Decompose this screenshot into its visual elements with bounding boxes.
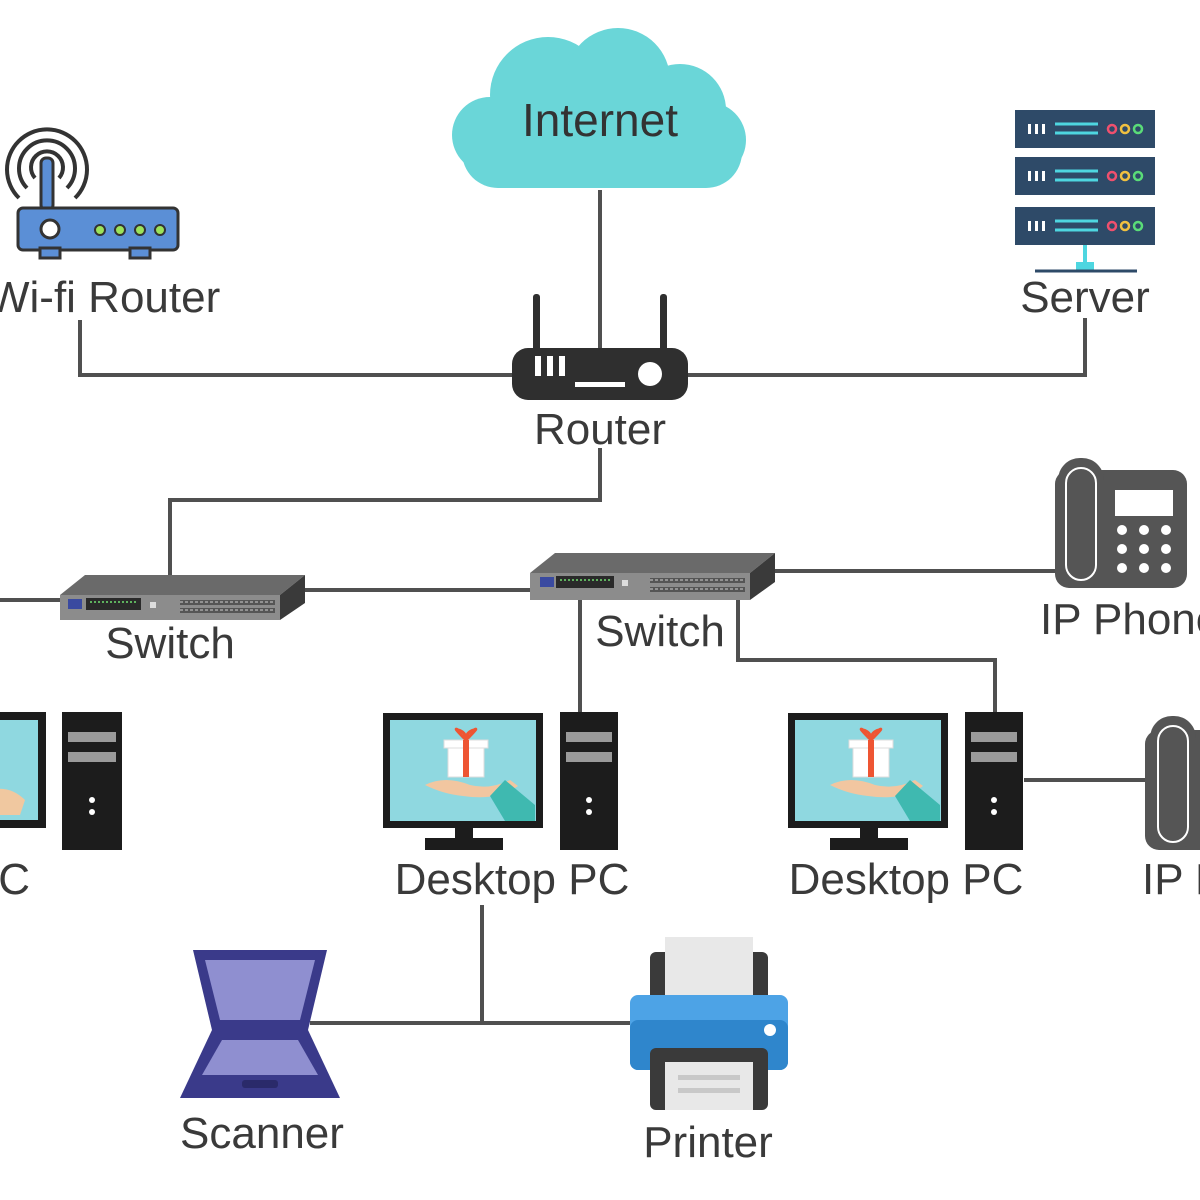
switch-icon bbox=[530, 553, 775, 600]
ip-phone-top-label: IP Phone bbox=[1040, 595, 1200, 644]
switch-right-label: Switch bbox=[595, 607, 725, 656]
wifi-router-icon bbox=[5, 127, 180, 260]
wifi-router-label: Wi-fi Router bbox=[0, 273, 220, 322]
switch-left-node: Switch bbox=[60, 575, 305, 668]
desktop-pc-icon bbox=[383, 712, 618, 850]
router-label: Router bbox=[534, 405, 666, 454]
ip-phone-icon bbox=[1145, 716, 1200, 850]
desktop-pc-right-node: Desktop PC bbox=[788, 712, 1023, 904]
ip-phone-bottom-node: IP Phone bbox=[1142, 716, 1200, 904]
line-server-router bbox=[680, 318, 1087, 377]
line-switch-right-desktop-right bbox=[736, 600, 997, 712]
desktop-pc-left-label: Desktop PC bbox=[0, 855, 30, 904]
desktop-pc-center-node: Desktop PC bbox=[383, 712, 629, 904]
printer-icon bbox=[630, 937, 788, 1110]
ip-phone-icon bbox=[1055, 458, 1187, 588]
printer-node: Printer bbox=[630, 937, 788, 1167]
desktop-pc-icon bbox=[0, 712, 122, 850]
scanner-label: Scanner bbox=[180, 1109, 344, 1158]
wifi-router-node: Wi-fi Router bbox=[0, 127, 220, 322]
line-wifi-router bbox=[78, 320, 520, 377]
desktop-pc-center-label: Desktop PC bbox=[395, 855, 630, 904]
printer-label: Printer bbox=[643, 1118, 773, 1167]
internet-node: Internet bbox=[452, 28, 746, 188]
ip-phone-bottom-label: IP Phone bbox=[1142, 855, 1200, 904]
scanner-node: Scanner bbox=[180, 950, 344, 1158]
desktop-pc-icon bbox=[788, 712, 1023, 850]
scanner-icon bbox=[180, 950, 340, 1098]
server-label: Server bbox=[1020, 273, 1150, 322]
cloud-icon bbox=[452, 28, 746, 188]
switch-right-node: Switch bbox=[530, 553, 775, 656]
router-node: Router bbox=[512, 294, 688, 454]
ip-phone-top-node: IP Phone bbox=[1040, 458, 1200, 644]
connection-lines bbox=[0, 190, 1150, 1025]
server-node: Server bbox=[1015, 110, 1155, 322]
desktop-pc-left-node: Desktop PC bbox=[0, 712, 122, 904]
internet-label: Internet bbox=[522, 94, 678, 146]
server-icon bbox=[1015, 110, 1155, 273]
switch-icon bbox=[60, 575, 305, 620]
router-icon bbox=[512, 294, 688, 400]
switch-left-label: Switch bbox=[105, 619, 235, 668]
line-router-switch-left bbox=[168, 448, 602, 578]
desktop-pc-right-label: Desktop PC bbox=[789, 855, 1024, 904]
